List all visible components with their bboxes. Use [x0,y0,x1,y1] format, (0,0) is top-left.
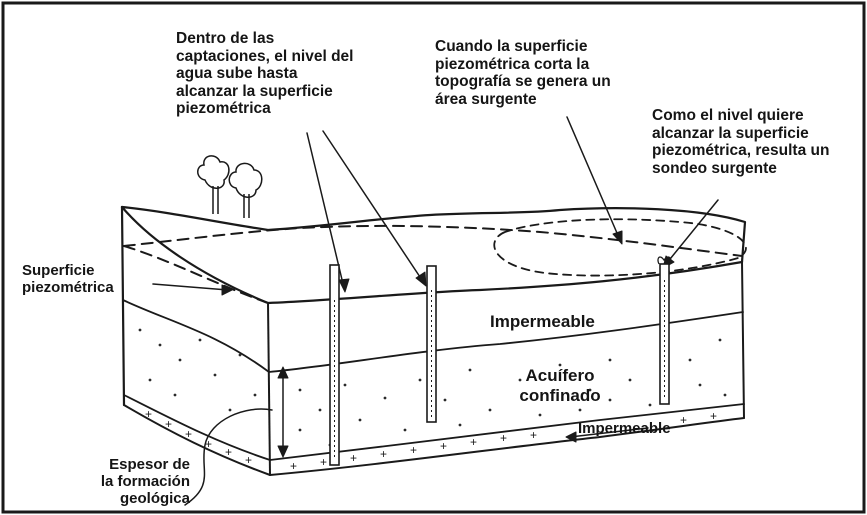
svg-text:+: + [225,445,232,459]
formation-thickness-label: Espesor de la formación geológica [100,456,190,507]
piezometric-surface-front-dashed [123,245,269,304]
piezometric-surface-label: Superficie piezométrica [22,262,114,296]
block-left-edge [120,205,126,407]
svg-text:+: + [290,459,297,473]
well-artesian [657,256,672,405]
tree-icon [197,155,230,214]
wells-leader-1 [306,132,345,289]
svg-text:+: + [205,437,212,451]
confined-aquifer-label: Acuífero confinado [519,366,601,405]
svg-text:+: + [530,428,537,442]
piezometric-surface-dashed [123,224,743,257]
aquifer-top-boundary-left [122,299,270,373]
ground-surface-outline [120,205,747,264]
svg-text:+: + [320,455,327,469]
svg-text:+: + [440,439,447,453]
tree-icon [228,162,263,218]
svg-text:+: + [350,451,357,465]
svg-text:+: + [500,431,507,445]
svg-text:+: + [380,447,387,461]
block-front-top-edge [120,205,744,305]
impermeable-bottom-label: Impermeable [578,420,671,437]
thickness-arrow-head-bottom [277,445,289,458]
svg-text:+: + [165,417,172,431]
block-base-front [269,417,745,476]
block-right-edge [741,261,745,419]
bottom-layer-marks: + + + + + + + + + + + + + + + + + [145,407,717,473]
piezometric-leader-arrowhead [221,284,233,296]
artesian-area-leader [566,116,621,241]
thickness-curved-leader [184,408,273,506]
aquifer-bottom-boundary-front [269,403,745,461]
artesian-area-leader-arrowhead [612,230,623,245]
block-front-edge [267,302,271,476]
artesian-well-annotation: Como el nivel quiere alcanzar la superfi… [652,107,830,177]
impermeable-bottom-leader-arrowhead [565,431,577,443]
artesian-area-annotation: Cuando la superficie piezométrica corta … [435,38,611,108]
aquifer-texture-dots [138,328,727,447]
svg-text:+: + [145,407,152,421]
svg-text:+: + [245,453,252,467]
piezometric-leader [152,283,229,291]
impermeable-bottom-leader [569,427,649,438]
svg-text:+: + [410,443,417,457]
svg-text:+: + [680,413,687,427]
artesian-well-leader [665,199,719,265]
svg-text:+: + [470,435,477,449]
aquifer-bottom-boundary-left [123,394,271,461]
impermeable-top-label: Impermeable [490,312,595,331]
thickness-arrow-head-top [277,366,289,379]
well-left [329,264,340,466]
artesian-area-dashed-loop [493,218,747,277]
wells-inside-annotation: Dentro de las captaciones, el nivel del … [176,30,354,117]
wells-leader-arrowhead-2 [415,271,427,287]
wells-leader-2 [322,130,425,284]
svg-text:+: + [710,409,717,423]
wells-leader-arrowhead-1 [338,278,350,293]
block-base-left [123,404,271,476]
well-middle [426,265,437,423]
svg-text:+: + [185,427,192,441]
